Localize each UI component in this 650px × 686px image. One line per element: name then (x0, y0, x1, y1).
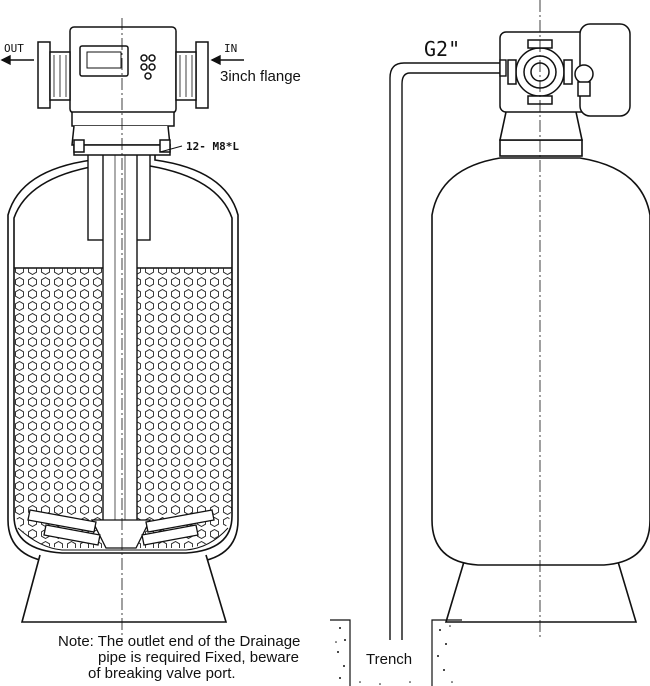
bolt-spec-label: 12- M8*L (186, 140, 239, 153)
out-flange (37, 41, 51, 109)
in-flange (195, 41, 209, 109)
right-tank-body (431, 157, 650, 566)
left-riser-pipe (87, 139, 151, 541)
flow-arrows (0, 54, 244, 66)
pipe-size-label: G2" (424, 37, 460, 61)
right-control-valve (499, 23, 631, 117)
left-tank-base (20, 554, 228, 623)
drainage-note: Note: The outlet end of the Drainage pip… (58, 634, 348, 682)
bolt-leader (159, 145, 183, 153)
flange-label: 3inch flange (220, 68, 301, 85)
right-tank-base (444, 554, 638, 623)
trench-label: Trench (366, 651, 412, 668)
note-line-2: pipe is required Fixed, beware (98, 649, 299, 666)
left-control-valve (37, 26, 209, 156)
in-label: IN (224, 42, 237, 55)
drain-pipe (389, 59, 507, 640)
out-label: OUT (4, 42, 24, 55)
trench-soil (335, 625, 453, 685)
gravel-layer (17, 527, 229, 551)
left-tank-inner-shell (13, 165, 233, 554)
bottom-laterals (27, 509, 215, 549)
right-tank (431, 111, 650, 623)
note-line-1: Note: The outlet end of the Drainage (58, 633, 301, 650)
note-line-3: of breaking valve port. (88, 665, 236, 682)
trench (330, 619, 462, 686)
